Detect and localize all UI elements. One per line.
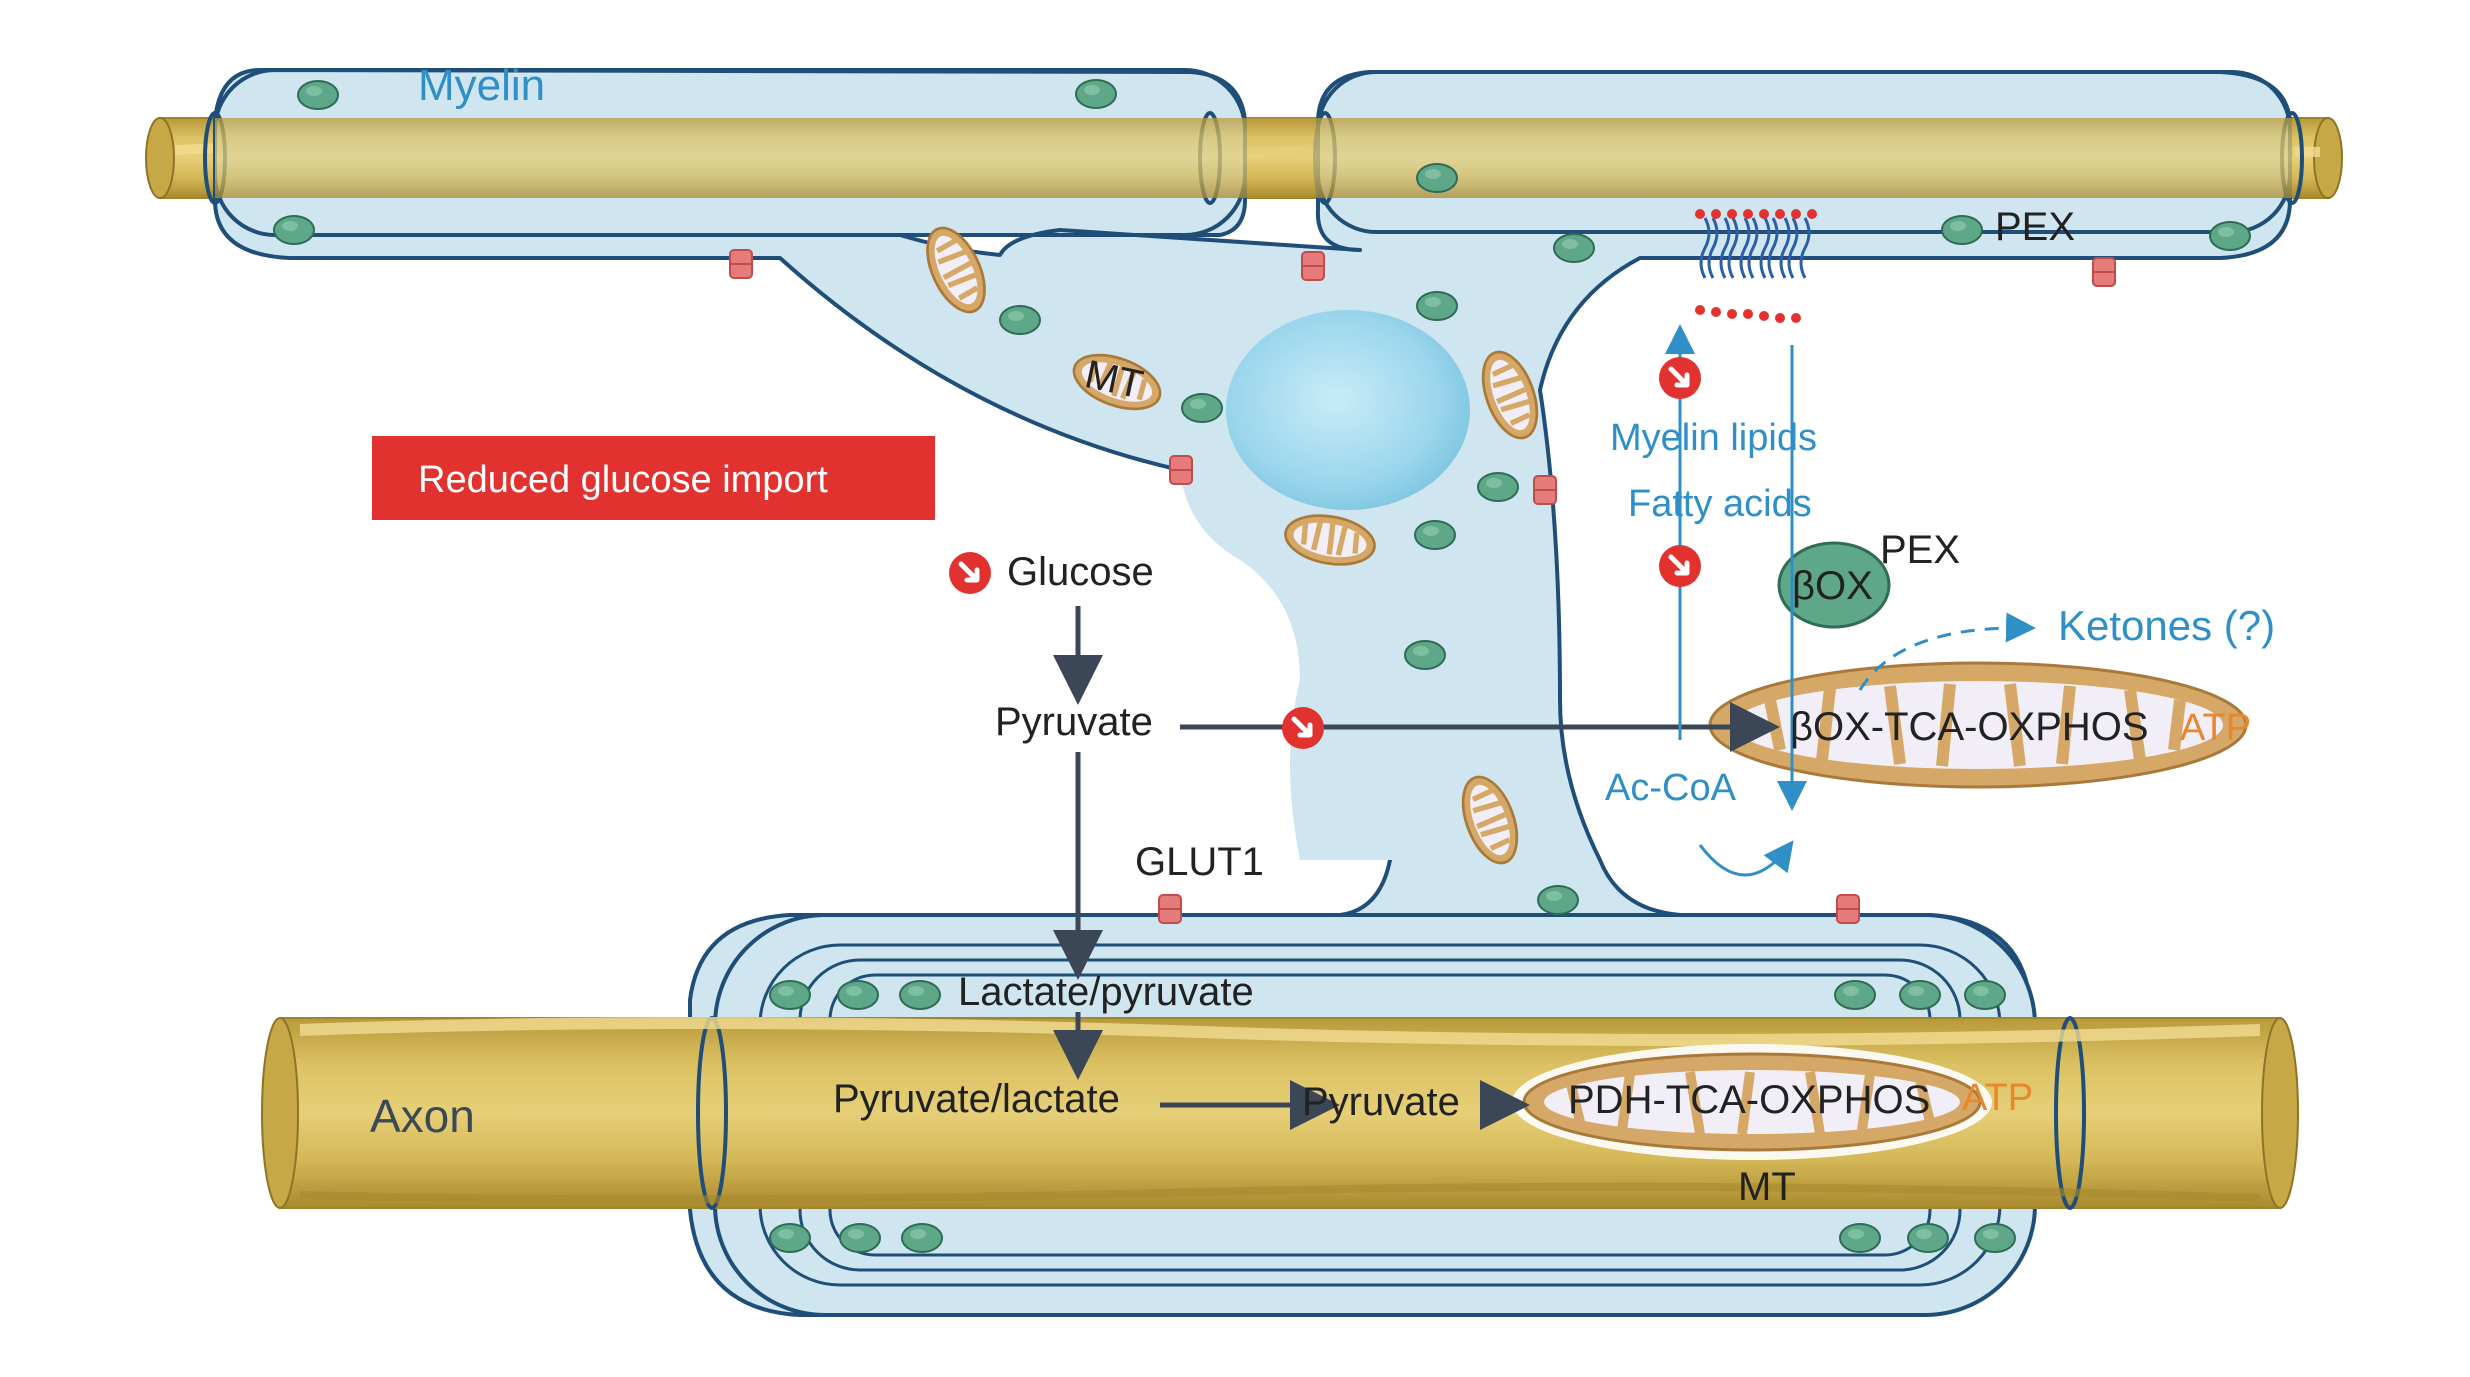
pex-box-label: PEX [1880, 528, 1960, 572]
ac-coa-label: Ac-CoA [1605, 767, 1737, 809]
atp-top-label: ATP [2180, 707, 2251, 749]
myelin-label: Myelin [418, 61, 545, 110]
inhibition-arrow-icon [949, 552, 991, 594]
axonal-mitochondrion [1512, 1044, 1992, 1160]
lipid-heads [1695, 209, 1817, 323]
inhibition-arrow-icon [1659, 357, 1701, 399]
glut1-label: GLUT1 [1135, 840, 1264, 884]
box-organelle-label: βOX [1792, 564, 1873, 608]
atp-bottom-label: ATP [1962, 1077, 2033, 1119]
axon-label: Axon [370, 1090, 475, 1142]
pyruvate-axon-label: Pyruvate [1302, 1080, 1460, 1124]
pdh-tca-oxphos-label: PDH-TCA-OXPHOS [1568, 1078, 1930, 1122]
pyruvate-glia-label: Pyruvate [995, 700, 1153, 744]
reduced-glucose-banner [372, 436, 935, 520]
box-tca-oxphos-label: βOX-TCA-OXPHOS [1790, 705, 2149, 749]
banner-text: Reduced glucose import [418, 459, 828, 501]
nucleus [1226, 310, 1470, 510]
myelin-lipids-label: Myelin lipids [1610, 417, 1817, 459]
inhibition-arrow-icon [1659, 545, 1701, 587]
inhibition-arrow-icon [1282, 707, 1324, 749]
pex-top-label: PEX [1995, 205, 2075, 249]
pyruvate-lactate-label: Pyruvate/lactate [833, 1077, 1120, 1121]
lactate-pyruvate-label: Lactate/pyruvate [958, 970, 1254, 1014]
top-mitochondrion [1708, 661, 2248, 789]
glucose-label: Glucose [1007, 550, 1154, 594]
ketones-label: Ketones (?) [2058, 602, 2275, 649]
fatty-acids-label: Fatty acids [1628, 483, 1812, 525]
box-peroxisome [1777, 541, 1891, 629]
myelin-lipid-bilayer [1699, 217, 1811, 279]
mt-axon-label: MT [1738, 1165, 1796, 1209]
pathway-arrows [1053, 606, 1780, 1130]
